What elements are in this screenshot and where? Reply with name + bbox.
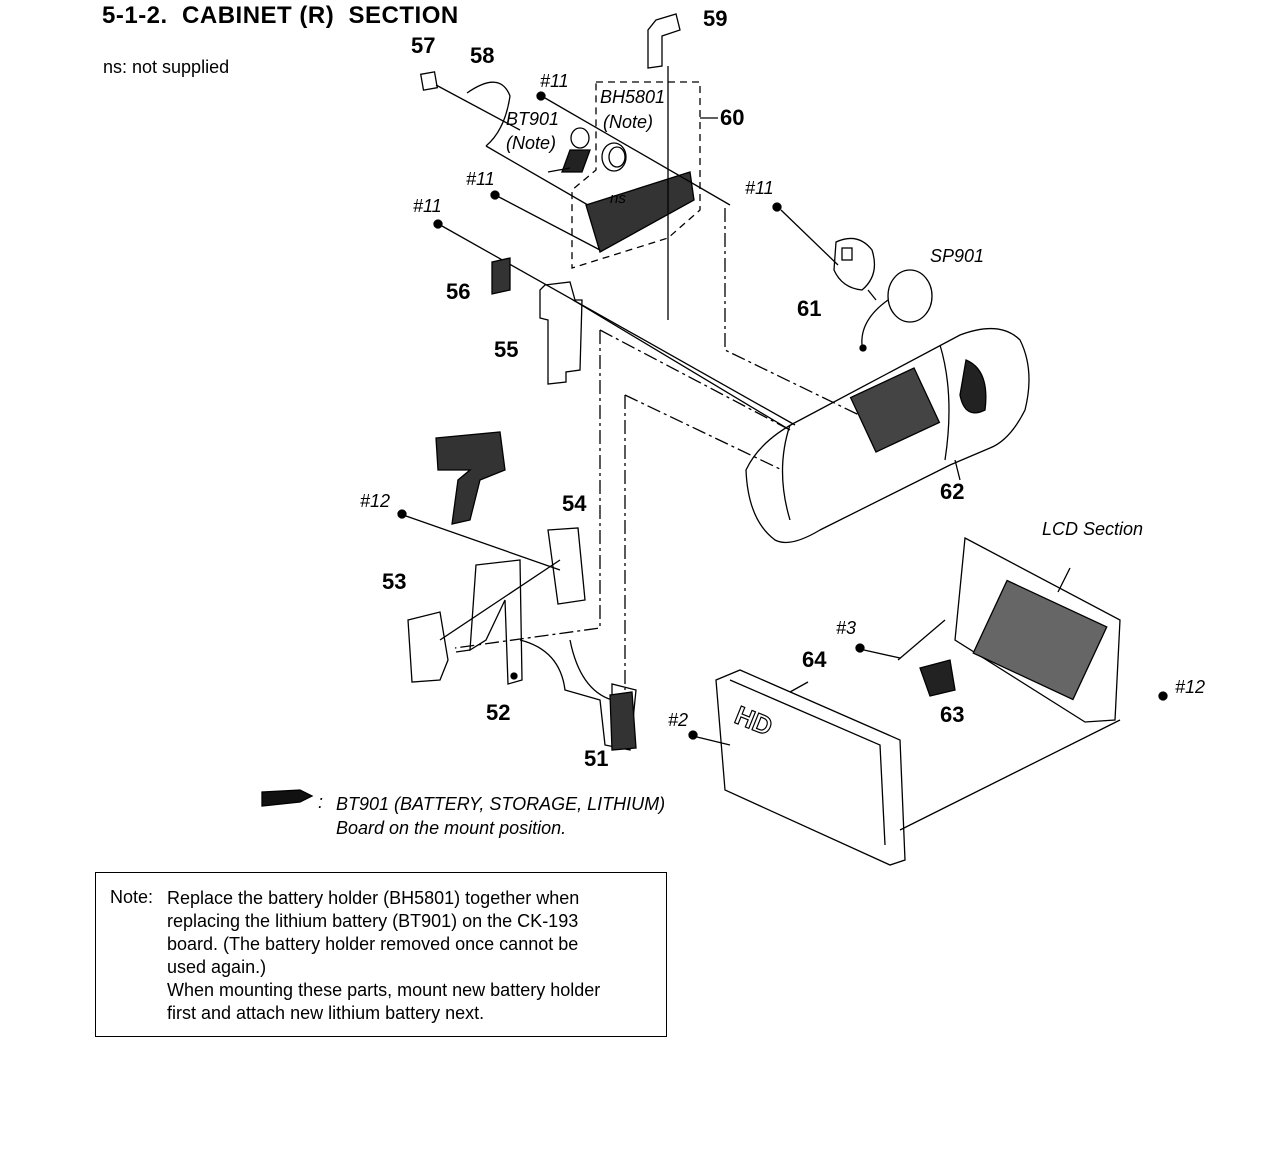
label-bh5801-note: (Note) — [603, 112, 653, 132]
note-line: Replace the battery holder (BH5801) toge… — [167, 888, 580, 908]
part-57-label-sheet — [419, 71, 521, 131]
legend-colon: : — [318, 792, 324, 812]
bt901-legend: BT901 (BATTERY, STORAGE, LITHIUM) Board … — [336, 792, 665, 840]
label-sp901: SP901 — [930, 246, 984, 266]
part-63-connector — [897, 619, 956, 697]
part-62-cabinet — [745, 327, 1030, 544]
label-screw-3: #3 — [836, 618, 856, 638]
label-screw-12-b: #12 — [1175, 677, 1205, 697]
note-heading: Note: — [110, 887, 154, 907]
note-line: board. (The battery holder removed once … — [167, 934, 579, 954]
label-bh5801: BH5801 — [600, 87, 665, 107]
screw-11-b — [490, 190, 601, 251]
label-lcd-section: LCD Section — [1042, 519, 1143, 539]
part-61-speaker-bracket — [833, 237, 877, 301]
label-screw-2: #2 — [668, 710, 688, 730]
part-52-hinge — [455, 559, 523, 685]
note-line: first and attach new lithium battery nex… — [167, 1003, 485, 1023]
label-bt901: BT901 — [506, 109, 559, 129]
label-58: 58 — [470, 43, 494, 68]
screw-2 — [688, 730, 731, 746]
label-61: 61 — [797, 296, 821, 321]
label-63: 63 — [940, 702, 964, 727]
note-box: Note: Replace the battery holder (BH5801… — [95, 872, 667, 1037]
label-57: 57 — [411, 33, 435, 58]
label-59: 59 — [703, 6, 727, 31]
label-53: 53 — [382, 569, 406, 594]
part-55-bracket — [539, 281, 791, 431]
screw-3 — [855, 643, 901, 659]
lcd-section-board — [899, 536, 1121, 831]
label-54: 54 — [562, 491, 587, 516]
part-56-clip — [491, 257, 511, 295]
screw-11-a — [536, 91, 731, 206]
alignment-guides — [454, 208, 891, 690]
screw-11-c — [433, 219, 796, 426]
hd-logo: HD — [731, 700, 777, 742]
label-56: 56 — [446, 279, 470, 304]
label-screw-11-d: #11 — [745, 178, 774, 198]
label-screw-11-a: #11 — [540, 71, 569, 91]
part-58-wire — [466, 81, 511, 147]
sp901-speaker — [859, 269, 933, 352]
part-number-labels: 51 52 53 54 55 56 57 58 59 60 61 62 63 6… — [382, 6, 964, 771]
label-64: 64 — [802, 647, 827, 672]
screw-12-a — [397, 509, 561, 571]
part-51-flex-cable — [519, 639, 637, 751]
legend-line-2: Board on the mount position. — [336, 818, 567, 838]
bt901-legend-icon — [261, 789, 314, 807]
label-screw-12-a: #12 — [360, 491, 390, 511]
legend-line-1: BT901 (BATTERY, STORAGE, LITHIUM) — [336, 794, 666, 814]
bh5801-battery-holder — [601, 142, 627, 172]
part-59-bracket — [647, 13, 681, 320]
label-bt901-note: (Note) — [506, 133, 556, 153]
label-60: 60 — [720, 105, 744, 130]
bt901-battery — [547, 127, 591, 173]
section-title: 5-1-2. CABINET (R) SECTION — [102, 2, 459, 29]
note-line: used again.) — [167, 957, 267, 977]
label-screw-11-c: #11 — [413, 196, 442, 216]
label-55: 55 — [494, 337, 518, 362]
note-line: When mounting these parts, mount new bat… — [167, 980, 601, 1000]
label-ns: ns — [610, 190, 626, 207]
part-54-flex-cable — [435, 431, 586, 605]
label-62: 62 — [940, 479, 964, 504]
label-screw-11-b: #11 — [466, 169, 495, 189]
screw-12-b — [1158, 691, 1168, 701]
part-60-dashed-assembly — [571, 81, 718, 269]
label-52: 52 — [486, 700, 510, 725]
part-64-lcd-cover — [715, 669, 906, 866]
note-body: Replace the battery holder (BH5801) toge… — [167, 887, 600, 1025]
label-51: 51 — [584, 746, 608, 771]
screw-11-d — [772, 202, 839, 266]
note-line: replacing the lithium battery (BT901) on… — [167, 911, 579, 931]
part-53-cover — [407, 559, 561, 683]
not-supplied-legend: ns: not supplied — [103, 57, 230, 77]
